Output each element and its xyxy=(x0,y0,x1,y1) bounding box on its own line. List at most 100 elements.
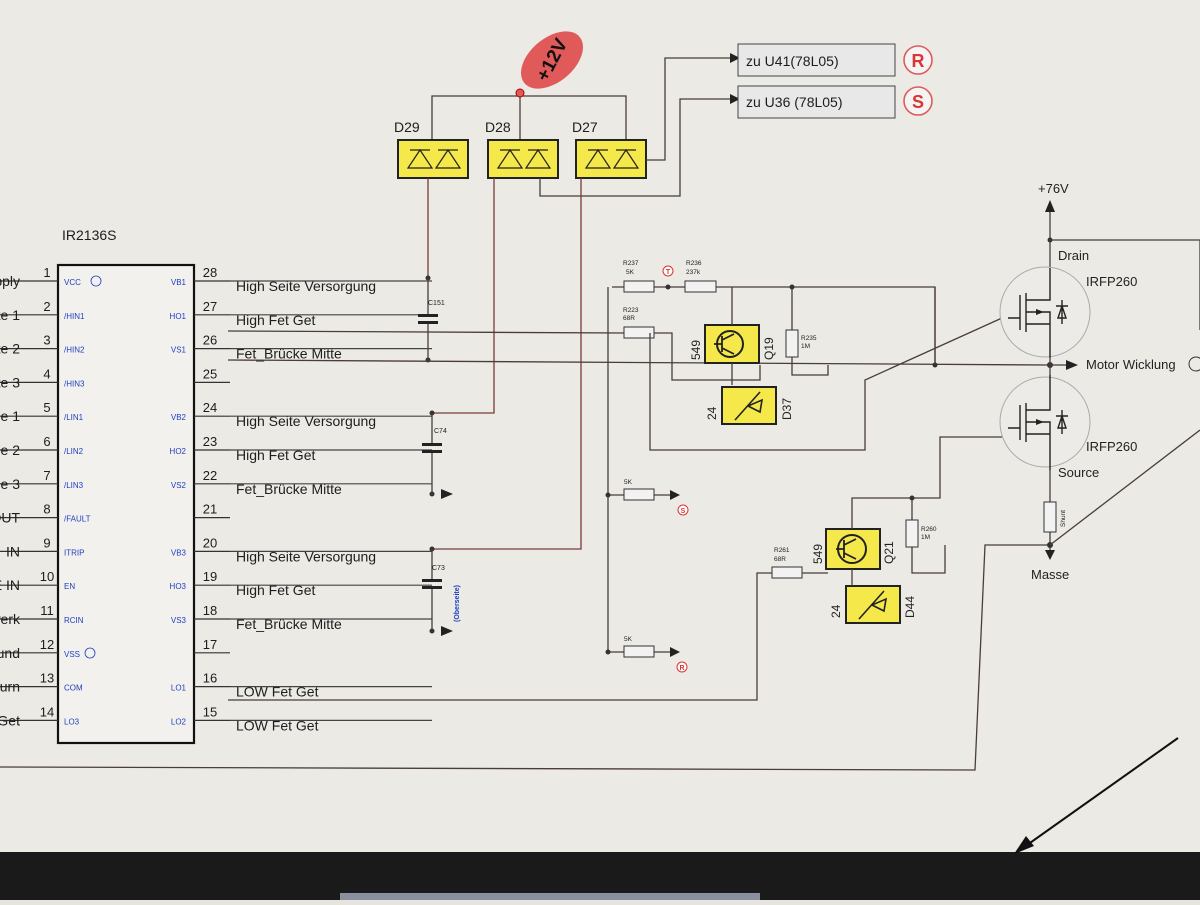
marker-s-icon xyxy=(903,86,933,116)
ic-left-pin-number: 3 xyxy=(43,333,50,348)
ic-right-pin-name: HO3 xyxy=(170,582,187,591)
ic-left-pin-name: /LIN3 xyxy=(64,481,84,490)
ic-right-pin-number: 20 xyxy=(203,535,217,550)
ic-left-net-label: IN xyxy=(6,543,20,559)
wire-to-u36 xyxy=(539,98,730,197)
q21-type: 549 xyxy=(811,544,825,564)
q19-label: Q19 xyxy=(762,337,776,360)
resistor-r260 xyxy=(905,519,919,548)
ic-left-pin-name: VCC xyxy=(64,278,81,287)
marker-r-label: R xyxy=(912,51,925,71)
resistor-r261 xyxy=(771,566,803,579)
d37-label: D37 xyxy=(780,398,794,420)
r235-name: R235 xyxy=(801,335,817,342)
shunt-label: Shunt xyxy=(1060,510,1067,527)
mosfet-low-type: IRFP260 xyxy=(1086,439,1137,454)
ic-title: IR2136S xyxy=(62,227,116,243)
ic-right-pin-number: 28 xyxy=(203,265,217,280)
ground-symbol-icon xyxy=(84,647,96,659)
ic-right-pin-name: LO2 xyxy=(171,717,187,726)
marker-r-small: R xyxy=(679,665,684,672)
ic-left-pin-number: 13 xyxy=(40,671,54,686)
ic-left-pin-name: /HIN1 xyxy=(64,312,85,321)
d37-voltage: 24 xyxy=(705,406,719,420)
mosfet-high-type: IRFP260 xyxy=(1086,274,1137,289)
ic-right-pin-number: 23 xyxy=(203,434,217,449)
ic-right-net-label: High Fet Get xyxy=(236,312,315,328)
ic-right-pin-name: LO1 xyxy=(171,684,187,693)
transistor-q21 xyxy=(825,528,881,570)
r260-name: R260 xyxy=(921,526,937,533)
resistor-r236 xyxy=(684,280,717,293)
ic-right-pin-name: VB3 xyxy=(171,548,187,557)
ic-right-net-label: Fet_Brücke Mitte xyxy=(236,616,342,632)
ic-left-pin-number: 7 xyxy=(43,468,50,483)
transistor-q19 xyxy=(704,324,760,364)
d44-label: D44 xyxy=(903,596,917,618)
ic-left-net-label: te 3 xyxy=(0,374,20,390)
ic-left-net-label: te 1 xyxy=(0,307,20,323)
ic-right-pin-name: VB2 xyxy=(171,413,187,422)
ic-left-pin-number: 4 xyxy=(43,366,50,381)
r5k-s-value: 5K xyxy=(624,479,633,486)
wire-lo-return xyxy=(0,544,1050,771)
resistor-5k-s xyxy=(623,488,655,501)
ic-left-pin-number: 2 xyxy=(43,299,50,314)
ic-ir2136s: IR2136S 1VCCpply2/HIN1te 13/HIN2te 24/HI… xyxy=(0,227,432,745)
sense-resistors: 5K S 5K R xyxy=(605,479,689,673)
marker-t-label: T xyxy=(666,269,671,276)
high-side-driver: R223 68R R237 5K R236 237k T 549 Q19 R23… xyxy=(227,260,1051,650)
ic-right-net-label: High Fet Get xyxy=(236,447,315,463)
source-label: Source xyxy=(1058,465,1099,480)
ic-right-pin-name: VS2 xyxy=(171,481,187,490)
output-box-u36 xyxy=(737,85,896,119)
ic-right-pin-number: 18 xyxy=(203,603,217,618)
ic-right-pin-number: 27 xyxy=(203,299,217,314)
r237-name: R237 xyxy=(623,260,639,267)
ic-left-pins: 1VCCpply2/HIN1te 13/HIN2te 24/HIN3te 35/… xyxy=(0,265,91,728)
vcc-symbol-icon xyxy=(90,275,102,287)
ic-right-pin-number: 24 xyxy=(203,400,217,415)
ic-right-pin-number: 16 xyxy=(203,671,217,686)
output-box-u41 xyxy=(737,43,896,77)
ic-left-net-label: e 2 xyxy=(1,442,21,458)
ic-right-net-label: Fet_Brücke Mitte xyxy=(236,481,342,497)
ic-left-pin-number: 1 xyxy=(43,265,50,280)
q21-label: Q21 xyxy=(882,541,896,564)
wire-12v-bus xyxy=(431,95,627,142)
r261-value: 68R xyxy=(774,556,786,563)
ic-right-pin-name: VB1 xyxy=(171,278,187,287)
ic-left-pin-name: COM xyxy=(64,684,83,693)
ic-right-pin-number: 17 xyxy=(203,637,217,652)
diode-d27 xyxy=(575,139,647,179)
d44-voltage: 24 xyxy=(829,604,843,618)
ic-left-pin-number: 11 xyxy=(40,603,54,618)
bootstrap-wiring: C151 C74 C73 (Oberseite) xyxy=(418,178,582,636)
ic-left-pin-number: 5 xyxy=(43,400,50,415)
ic-right-pin-number: 22 xyxy=(203,468,217,483)
diode-d29 xyxy=(397,139,469,179)
low-side-driver: R261 68R 549 Q21 R260 1M 24 D44 xyxy=(228,436,1002,701)
resistor-r235 xyxy=(785,329,799,358)
zener-d44 xyxy=(845,585,901,624)
monitor-bezel xyxy=(0,852,1200,900)
ic-left-pin-name: /HIN3 xyxy=(64,379,85,388)
ic-left-net-label: te 2 xyxy=(0,341,20,357)
cap-c73-note: (Oberseite) xyxy=(454,585,461,622)
ic-left-net-label: und xyxy=(0,645,20,661)
ic-right-pin-name: VS1 xyxy=(171,346,187,355)
resistor-5k-r xyxy=(623,645,655,658)
ic-right-net-label: Fet_Brücke Mitte xyxy=(236,346,342,362)
cap-c151-label: C151 xyxy=(428,300,445,307)
ic-left-pin-name: /LIN2 xyxy=(64,447,84,456)
ic-right-pin-name: HO1 xyxy=(170,312,187,321)
marker-s-small: S xyxy=(681,508,686,515)
r261-name: R261 xyxy=(774,547,790,554)
motor-label: Motor Wicklung xyxy=(1086,357,1176,372)
r236-value: 237k xyxy=(686,269,701,276)
ic-left-pin-number: 12 xyxy=(40,637,54,652)
ic-left-pin-number: 9 xyxy=(43,535,50,550)
r223-name: R223 xyxy=(623,307,639,314)
